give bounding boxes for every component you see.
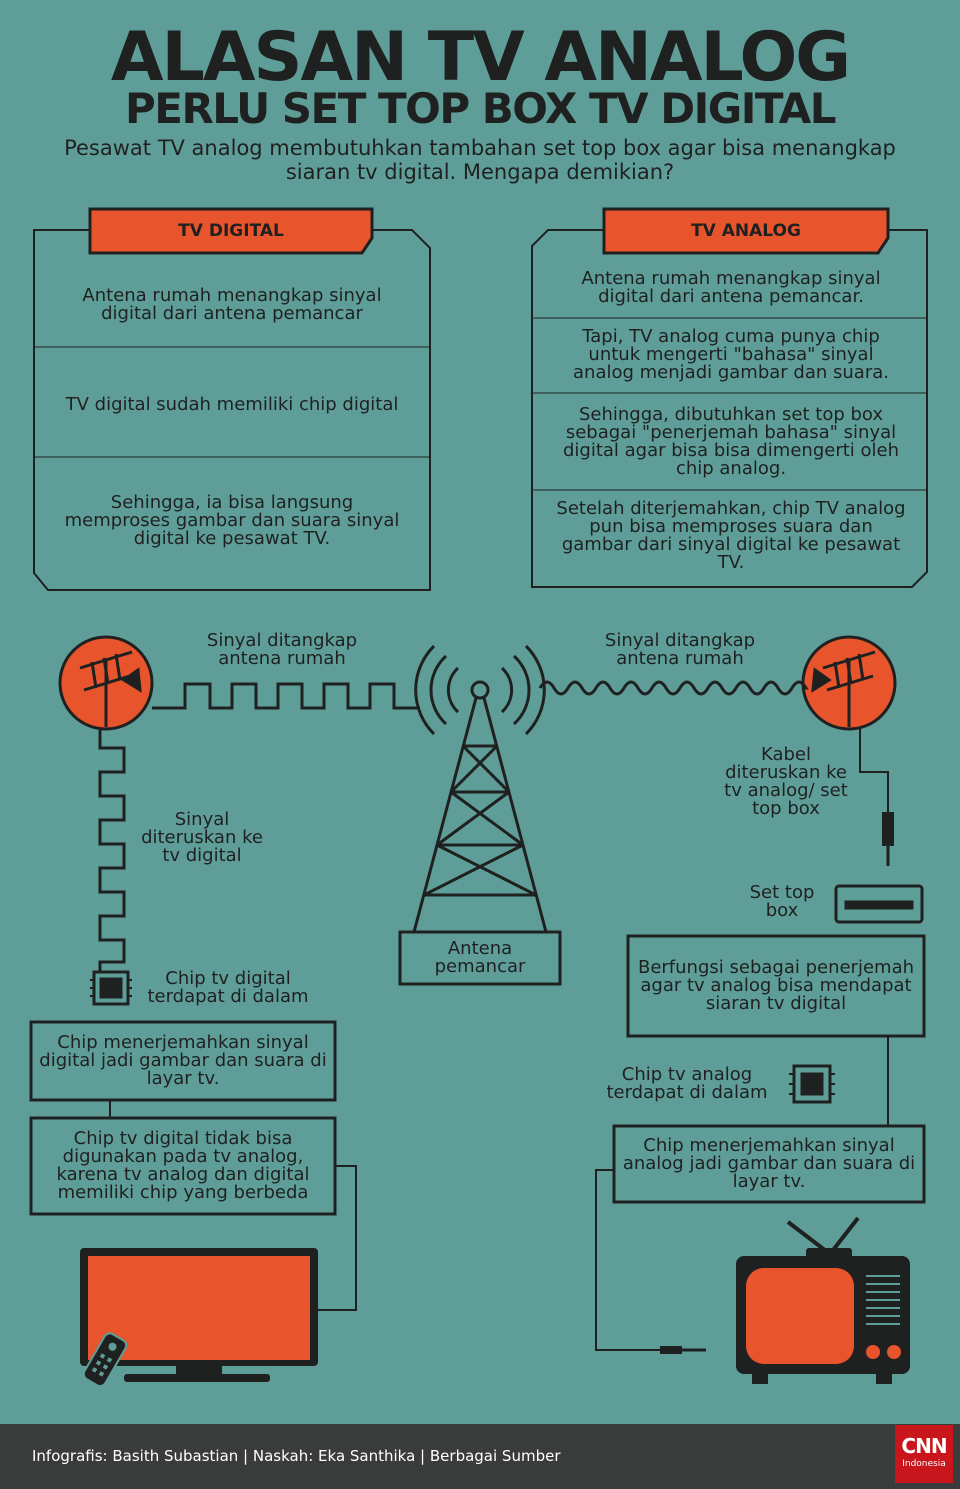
logo-main-text: CNN	[901, 1434, 947, 1458]
analog-signal-wave	[538, 680, 809, 696]
tower-label-box	[398, 930, 562, 986]
right-cable	[859, 728, 889, 812]
intro-line-2: siaran tv digital. Mengapa demikian?	[285, 160, 675, 184]
analog-item-1: Antena rumah menangkap sinyal digital da…	[581, 268, 881, 307]
left-signal-label: Sinyal ditangkap antena rumah	[206, 630, 358, 669]
transmitter-tower-icon	[412, 644, 548, 933]
footer-credits: Infografis: Basith Subastian | Naskah: E…	[32, 1447, 561, 1465]
analog-tab-shape	[602, 207, 890, 255]
digital-item-3: Sehingga, ia bisa langsung memproses gam…	[64, 492, 400, 549]
analog-panel-frame	[531, 229, 928, 588]
logo-sub-text: Indonesia	[902, 1459, 946, 1469]
digital-panel-frame	[33, 229, 431, 591]
page-title: ALASAN TV ANALOG	[110, 18, 851, 97]
left-forward-label: Sinyal diteruskan ke tv digital	[141, 809, 263, 866]
cnn-logo[interactable]: CNN Indonesia	[895, 1425, 953, 1483]
left-box-2-text: Chip tv digital tidak bisa digunakan pad…	[56, 1128, 310, 1203]
right-box-1-frame	[626, 934, 926, 1038]
left-antenna-icon	[58, 635, 154, 731]
settop-label: Set top box	[749, 882, 815, 921]
right-cable-label: Kabel diteruskan ke tv analog/ set top b…	[724, 744, 848, 819]
right-box-1-text: Berfungsi sebagai penerjemah agar tv ana…	[637, 957, 915, 1014]
right-chip-label: Chip tv analog terdapat di dalam	[606, 1064, 768, 1103]
tab-tv-analog: TV ANALOG	[691, 221, 801, 241]
left-chip-label: Chip tv digital terdapat di dalam	[147, 968, 309, 1007]
intro-text: Pesawat TV analog membutuhkan tambahan s…	[30, 136, 930, 184]
right-box-2-frame	[612, 1124, 926, 1204]
footer-bar	[0, 1424, 960, 1489]
analog-item-3: Sehingga, dibutuhkan set top box sebagai…	[562, 404, 899, 479]
tab-tv-digital: TV DIGITAL	[178, 221, 284, 241]
intro-line-1: Pesawat TV analog membutuhkan tambahan s…	[64, 136, 896, 160]
digital-item-1: Antena rumah menangkap sinyal digital da…	[82, 285, 382, 324]
left-chip-icon	[92, 970, 130, 1006]
left-box-1-frame	[29, 1020, 337, 1102]
right-chip-icon	[792, 1064, 832, 1104]
tower-label: Antena pemancar	[434, 938, 526, 977]
digital-item-2: TV digital sudah memiliki chip digital	[65, 393, 399, 415]
analog-tv-icon	[660, 1216, 910, 1384]
analog-item-2: Tapi, TV analog cuma punya chip untuk me…	[573, 326, 889, 383]
left-box-1-text: Chip menerjemahkan sinyal digital jadi g…	[39, 1032, 327, 1089]
digital-tv-icon	[80, 1248, 318, 1388]
digital-forward-wave	[98, 730, 126, 972]
right-box-2-text: Chip menerjemahkan sinyal analog jadi ga…	[622, 1135, 916, 1192]
page-subtitle-heading: PERLU SET TOP BOX TV DIGITAL	[124, 84, 837, 133]
analog-item-4: Setelah diterjemahkan, chip TV analog pu…	[556, 498, 906, 573]
digital-signal-wave	[152, 682, 420, 710]
right-signal-label: Sinyal ditangkap antena rumah	[604, 630, 756, 669]
set-top-box-icon	[834, 884, 924, 924]
digital-tab-shape	[88, 207, 374, 255]
right-antenna-icon	[801, 635, 897, 731]
